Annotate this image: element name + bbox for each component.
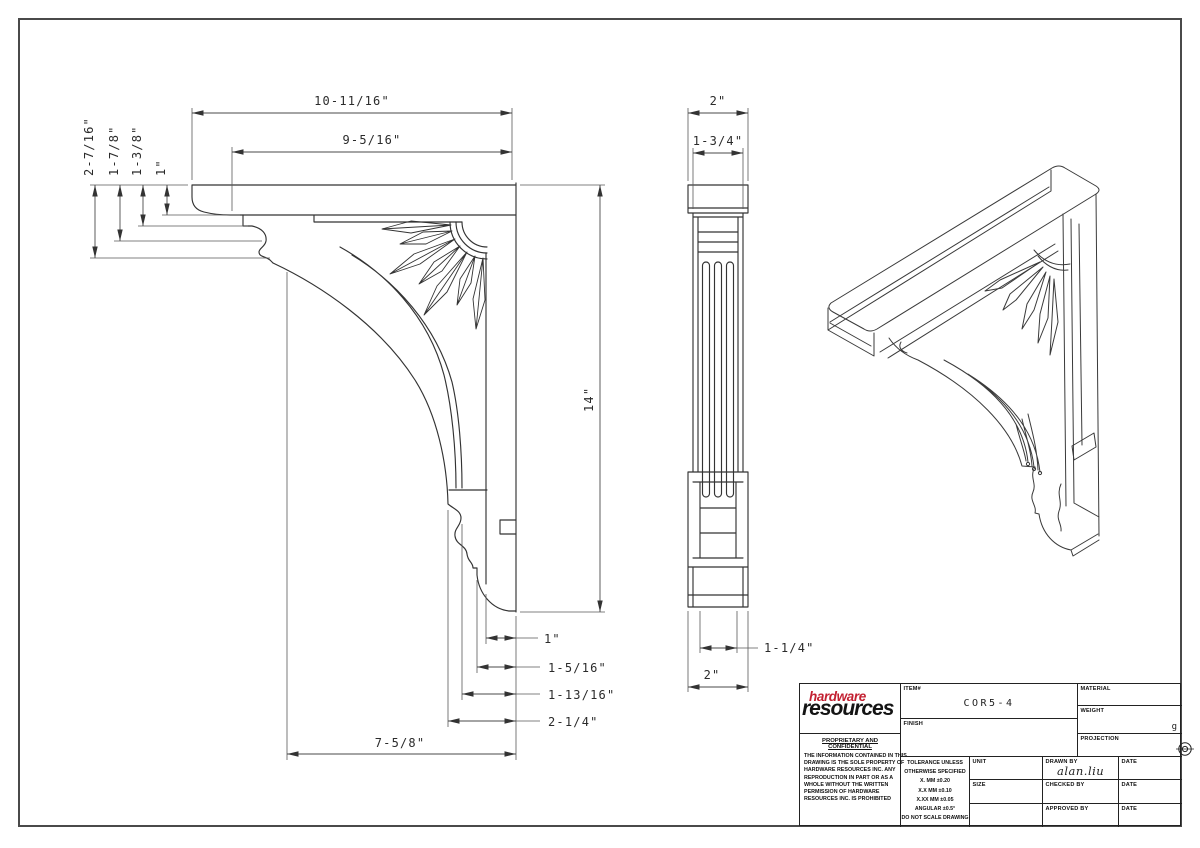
finish-label: FINISH (903, 720, 924, 727)
dim-fv-top: 2" (710, 94, 727, 108)
approved-by-cell: APPROVED BY (1043, 804, 1119, 827)
iso-flute-ends (1025, 461, 1043, 476)
corbel-front-scroll (242, 214, 274, 264)
dim-fv-bottom-inner: 1-1/4" (764, 641, 815, 655)
drawn-by-label: DRAWN BY (1045, 758, 1078, 765)
size-cell: SIZE (970, 780, 1043, 804)
date-cell-1: DATE (1119, 757, 1182, 780)
dim-bottom-5: 7-5/8" (375, 736, 426, 750)
sheet-border (18, 18, 1182, 827)
proprietary-title: PROPRIETARY AND CONFIDENTIAL (822, 738, 878, 750)
dim-bottom-3: 1-13/16" (548, 688, 615, 702)
dim-fv-cap: 1-3/4" (693, 134, 744, 148)
drawn-by-value: alan.liu (1057, 764, 1105, 778)
date-label-1: DATE (1121, 758, 1138, 765)
iso-bottom-drop (1031, 466, 1100, 557)
corbel-rib-band (339, 246, 488, 491)
dim-bottom-1: 1" (544, 632, 561, 646)
item-cell: ITEM# COR5-4 (901, 684, 1078, 719)
side-extension-lines (90, 108, 605, 760)
side-profile-view: 10-11/16" 9-5/16" 2-7/16" 1-7/8" 1-3/8" … (82, 94, 615, 760)
dim-height: 14" (582, 387, 596, 412)
blank-cell (970, 804, 1043, 827)
front-view: 2" 1-3/4" 1-1/4" 2" (687, 94, 815, 692)
weight-label: WEIGHT (1080, 707, 1105, 714)
checked-by-cell: CHECKED BY (1043, 780, 1119, 804)
iso-scroll-and-sweep (879, 243, 1059, 468)
front-extension-lines (687, 108, 758, 692)
front-view-flutes (701, 261, 735, 498)
date-cell-3: DATE (1119, 804, 1182, 827)
projection-label: PROJECTION (1080, 735, 1119, 742)
unit-label: UNIT (972, 758, 987, 765)
title-block: hardware resources PROPRIETARY AND CONFI… (799, 683, 1194, 827)
date-label-2: DATE (1121, 781, 1138, 788)
dim-left-1: 2-7/16" (82, 117, 96, 176)
sunburst-rays (381, 220, 486, 330)
date-cell-2: DATE (1119, 780, 1182, 804)
front-dimension-lines (688, 110, 748, 690)
material-cell: MATERIAL (1078, 684, 1182, 706)
iso-shelf (827, 165, 1100, 357)
dim-bottom-2: 1-5/16" (548, 661, 607, 675)
iso-rib-band (943, 359, 1041, 473)
front-view-outline (687, 184, 749, 608)
dim-bottom-4: 2-1/4" (548, 715, 599, 729)
iso-sunburst (984, 249, 1071, 356)
projection-circle-icon (1176, 742, 1194, 756)
finish-cell: FINISH (901, 719, 1078, 757)
logo-word-hardware: hardware (809, 689, 866, 704)
proprietary-cell: PROPRIETARY AND CONFIDENTIAL THE INFORMA… (800, 734, 907, 827)
dim-top-width: 10-11/16" (314, 94, 390, 108)
dim-shelf-width: 9-5/16" (343, 133, 402, 147)
dim-left-2: 1-7/8" (107, 125, 121, 176)
checked-by-label: CHECKED BY (1045, 781, 1085, 788)
size-label: SIZE (972, 781, 986, 788)
isometric-view (827, 165, 1100, 557)
material-label: MATERIAL (1080, 685, 1111, 692)
corbel-shelf-outline (191, 182, 517, 613)
item-label: ITEM# (903, 685, 921, 692)
item-value: COR5-4 (963, 698, 1015, 709)
iso-keyhole-notch (1071, 432, 1097, 461)
logo-word-resources: resources (802, 697, 894, 720)
dim-left-3: 1-3/8" (130, 125, 144, 176)
weight-cell: WEIGHT g (1078, 706, 1182, 734)
drawn-by-cell: DRAWN BY alan.liu (1043, 757, 1119, 780)
corbel-sweep-profile (272, 262, 517, 612)
date-label-3: DATE (1121, 805, 1138, 812)
unit-cell: UNIT (970, 757, 1043, 780)
iso-back-post (1062, 193, 1100, 537)
proprietary-text: THE INFORMATION CONTAINED IN THIS DRAWIN… (804, 753, 907, 803)
tolerance-cell: TOLERANCE UNLESS OTHERWISE SPECIFIED X. … (901, 757, 970, 827)
logo-cell: hardware resources (800, 684, 901, 734)
side-dimension-lines (92, 110, 603, 757)
dim-fv-bottom: 2" (704, 668, 721, 682)
dim-left-4: 1" (154, 159, 168, 176)
sunburst-hub-arcs (449, 221, 488, 260)
weight-value: g (1171, 722, 1177, 732)
projection-cell: PROJECTION (1078, 734, 1194, 757)
panel-edge-and-keyhole (485, 252, 517, 585)
approved-by-label: APPROVED BY (1045, 805, 1089, 812)
company-logo: hardware resources (800, 684, 900, 733)
